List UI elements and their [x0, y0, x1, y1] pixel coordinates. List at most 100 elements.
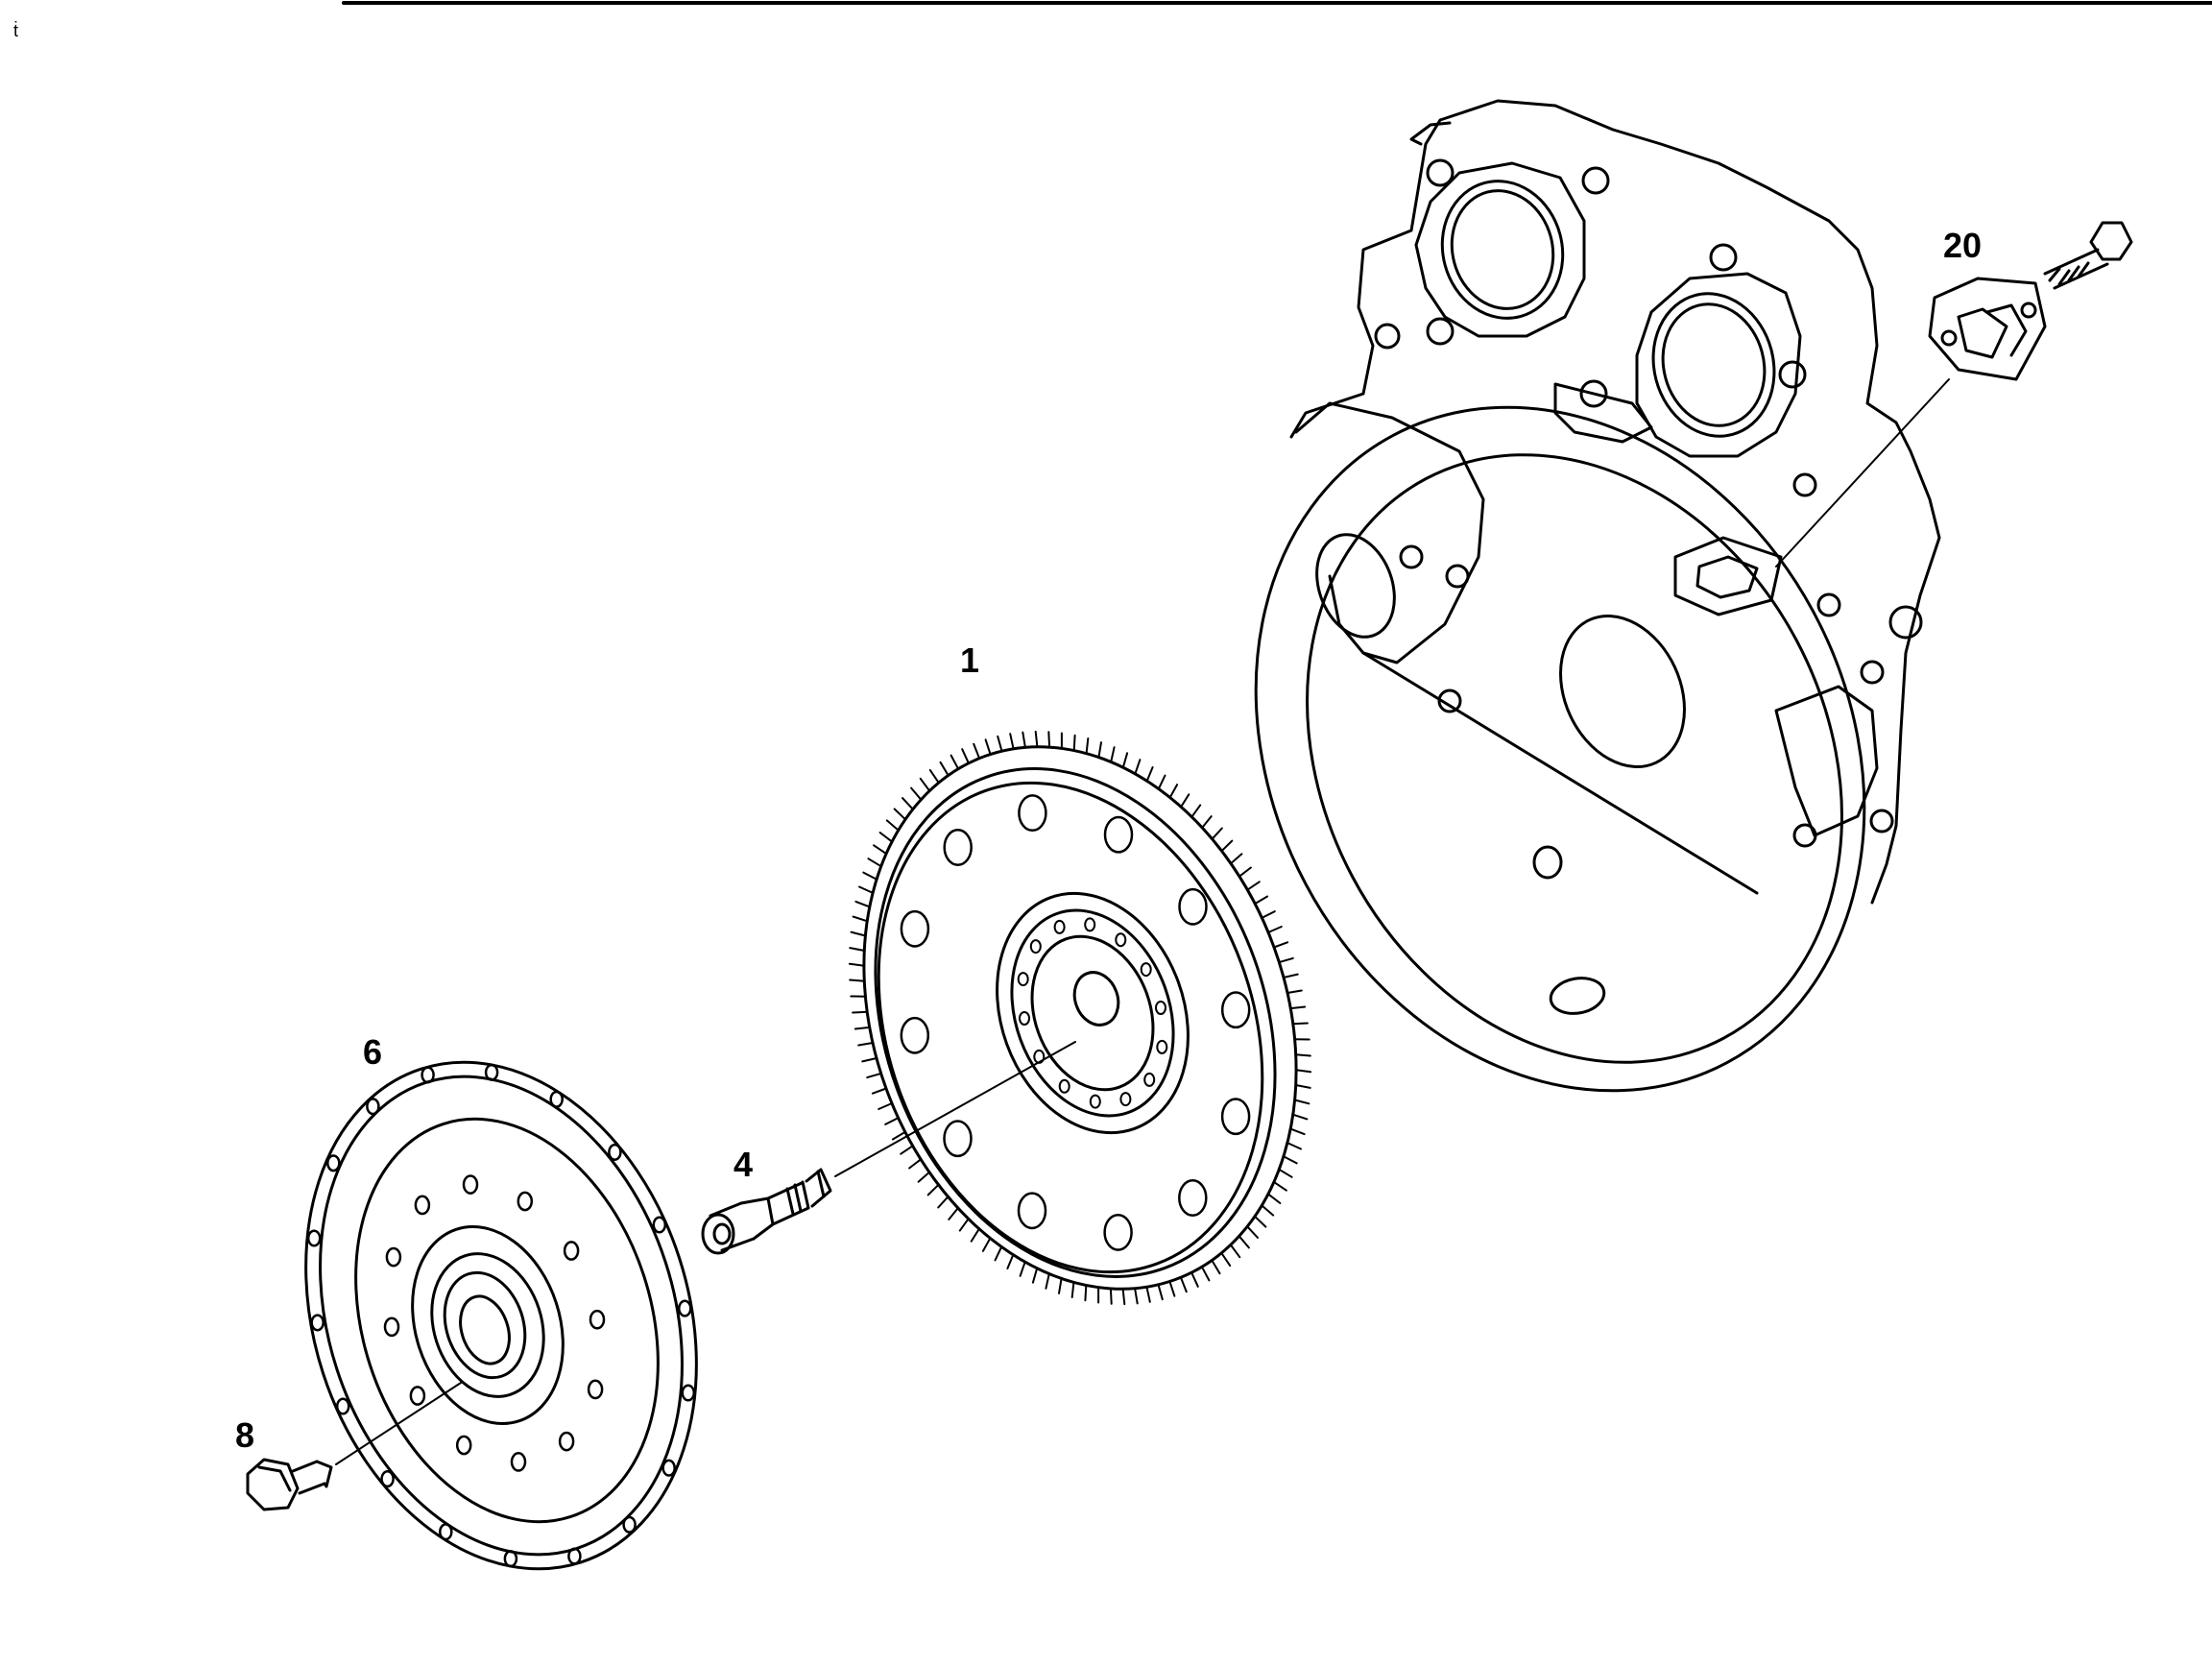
flex-plate-inner-hole — [558, 1431, 575, 1452]
flex-plate-hole — [622, 1515, 637, 1534]
gear-tooth — [1291, 1113, 1309, 1121]
gear-tooth — [1070, 1281, 1075, 1298]
gear-tooth — [891, 1130, 906, 1141]
flywheel-housing — [1254, 99, 1941, 1093]
gear-tooth — [1267, 926, 1283, 933]
gear-tooth — [849, 947, 866, 952]
flex-plate-hole — [380, 1470, 395, 1488]
gear-tooth — [1047, 731, 1051, 749]
flex-plate-hole — [421, 1066, 435, 1084]
gear-tooth — [878, 1102, 893, 1110]
gear-tooth — [871, 1087, 887, 1095]
flywheel-hub-hole — [1115, 932, 1127, 948]
gear-tooth — [1097, 741, 1102, 759]
gear-tooth — [1294, 1084, 1311, 1089]
gear-tooth — [984, 738, 992, 756]
flywheel-hub-hole — [1119, 1092, 1132, 1107]
gear-tooth — [852, 1010, 869, 1014]
gear-tooth — [948, 1207, 959, 1220]
flex-plate-hole — [567, 1547, 582, 1565]
flywheel-hole — [1178, 887, 1208, 926]
gear-tooth — [1006, 1253, 1015, 1269]
gear-tooth — [1180, 793, 1190, 809]
flywheel-hub-hole — [1029, 939, 1042, 954]
gear-tooth — [1238, 1235, 1250, 1249]
gear-tooth — [939, 761, 950, 777]
gear-tooth — [1282, 1155, 1298, 1165]
gear-tooth — [854, 1026, 871, 1030]
gear-tooth — [1110, 746, 1116, 763]
gear-tooth — [878, 832, 894, 843]
gear-tooth — [973, 742, 981, 760]
flywheel-hole — [1103, 1213, 1133, 1251]
gear-tooth — [1031, 1267, 1039, 1284]
gear-tooth — [1220, 1251, 1232, 1268]
gear-tooth — [1289, 1005, 1307, 1010]
gear-tooth — [893, 808, 906, 821]
gear-tooth — [1145, 766, 1154, 783]
gear-tooth — [900, 1145, 914, 1155]
flywheel-hole — [1220, 991, 1251, 1029]
callout-part-4: 4 — [733, 1145, 754, 1184]
gear-tooth — [1286, 1142, 1302, 1150]
flywheel-hole — [1103, 815, 1134, 854]
callout-part-8: 8 — [235, 1415, 255, 1455]
flex-plate-inner-hole — [587, 1379, 604, 1400]
gear-tooth — [1291, 1022, 1309, 1026]
gear-tooth — [1283, 973, 1299, 978]
gear-tooth — [997, 735, 1003, 753]
gear-tooth — [1286, 989, 1303, 994]
gear-tooth — [1295, 1069, 1312, 1074]
gear-tooth — [873, 844, 888, 856]
flex-plate-hole — [439, 1523, 453, 1541]
flex-plate-holes — [306, 1063, 696, 1568]
flywheel-hole — [943, 829, 973, 866]
gear-tooth — [1109, 1287, 1113, 1305]
gear-tooth — [1266, 1193, 1282, 1204]
gear-tooth — [1019, 1261, 1026, 1277]
gear-tooth — [1289, 1127, 1306, 1136]
flywheel-hub-holes — [1017, 917, 1168, 1109]
gear-tooth — [1201, 815, 1213, 829]
cover-plate — [1928, 277, 2047, 381]
gear-tooth — [908, 1158, 923, 1170]
gear-tooth — [926, 1183, 940, 1196]
flywheel-hole — [900, 1016, 930, 1054]
flywheel-hub-hole — [1019, 1011, 1030, 1026]
gear-tooth — [1273, 941, 1289, 949]
gear-tooth — [970, 1227, 980, 1243]
callout-part-20: 20 — [1943, 226, 1983, 265]
gear-tooth — [849, 978, 866, 982]
flywheel-hub-hole — [1156, 1039, 1168, 1054]
flywheel-hub-hole — [1084, 917, 1096, 932]
flywheel-hub-hole — [1053, 919, 1066, 934]
gear-tooth — [1246, 1225, 1259, 1239]
gear-tooth — [1254, 895, 1269, 906]
gear-tooth — [1294, 1053, 1311, 1057]
flywheel-holes — [900, 794, 1251, 1251]
gear-tooth — [1272, 1180, 1287, 1192]
flex-plate-hole — [484, 1063, 499, 1081]
corner-mark: ṫ — [13, 21, 19, 40]
gear-tooth — [1168, 784, 1179, 799]
gear-tooth — [852, 915, 869, 923]
gear-tooth — [917, 1171, 930, 1183]
gear-tooth — [1121, 1288, 1126, 1306]
flex-plate-inner-hole — [455, 1435, 472, 1456]
gear-tooth — [1220, 839, 1234, 853]
gear-tooth — [848, 962, 865, 967]
gear-tooth — [1022, 731, 1026, 749]
gear-tooth — [1072, 734, 1076, 752]
flex-plate-inner-hole — [510, 1452, 527, 1472]
gear-tooth — [1157, 774, 1166, 790]
flex-plate — [304, 1060, 698, 1571]
flywheel-hole — [1178, 1179, 1208, 1217]
ring-gear-teeth — [848, 730, 1312, 1306]
gear-tooth — [1168, 1280, 1176, 1297]
gear-tooth — [1157, 1283, 1164, 1301]
flex-plate-hole — [366, 1098, 380, 1116]
flex-plate-hole — [326, 1154, 341, 1172]
gear-tooth — [1190, 804, 1202, 818]
gear-tooth — [1179, 1276, 1188, 1293]
